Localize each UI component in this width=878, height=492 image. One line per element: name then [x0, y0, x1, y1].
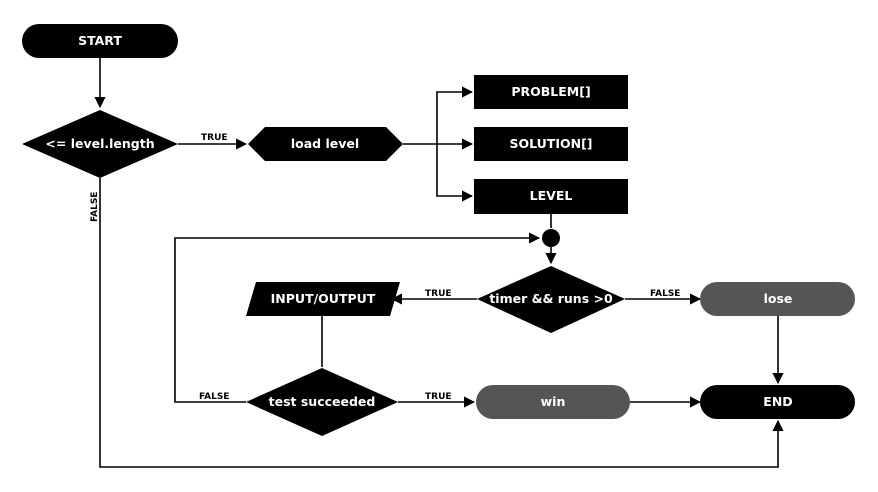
label-level-check-false: FALSE [90, 192, 100, 222]
node-input-output-label: INPUT/OUTPUT [271, 291, 376, 306]
node-level: LEVEL [474, 179, 628, 214]
node-timer-check: timer && runs >0 [477, 266, 625, 333]
node-test-succeeded: test succeeded [246, 368, 398, 436]
node-load-level: load level [248, 127, 403, 161]
edges [94, 58, 784, 468]
label-level-check-true: TRUE [201, 133, 228, 143]
node-end: END [700, 385, 855, 419]
node-lose: lose [700, 282, 855, 316]
node-test-succeeded-label: test succeeded [269, 394, 376, 409]
edge-test-false-loop [174, 232, 541, 403]
node-lose-label: lose [764, 291, 793, 306]
edge-load-level-to-level [436, 144, 474, 202]
edge-level-check-false-to-end [99, 178, 784, 468]
node-level-check: <= level.length [22, 110, 178, 178]
node-solution-label: SOLUTION[] [510, 136, 593, 151]
node-timer-check-label: timer && runs >0 [489, 291, 613, 306]
node-input-output: INPUT/OUTPUT [246, 282, 400, 316]
node-start: START [22, 24, 178, 58]
node-win: win [476, 385, 630, 419]
label-test-false: FALSE [199, 392, 229, 402]
label-timer-true: TRUE [425, 289, 452, 299]
node-win-label: win [541, 394, 566, 409]
junction-dot [542, 229, 560, 247]
node-level-check-label: <= level.length [45, 136, 154, 151]
edge-load-level-to-problem [436, 86, 474, 144]
label-timer-false: FALSE [650, 289, 680, 299]
node-problem-label: PROBLEM[] [511, 84, 590, 99]
node-problem: PROBLEM[] [474, 75, 628, 109]
edge-labels: TRUE FALSE TRUE FALSE TRUE FALSE [90, 133, 680, 402]
node-load-level-label: load level [291, 136, 359, 151]
label-test-true: TRUE [425, 392, 452, 402]
node-solution: SOLUTION[] [474, 127, 628, 161]
node-end-label: END [763, 394, 792, 409]
node-start-label: START [78, 33, 122, 48]
node-level-label: LEVEL [530, 188, 573, 203]
